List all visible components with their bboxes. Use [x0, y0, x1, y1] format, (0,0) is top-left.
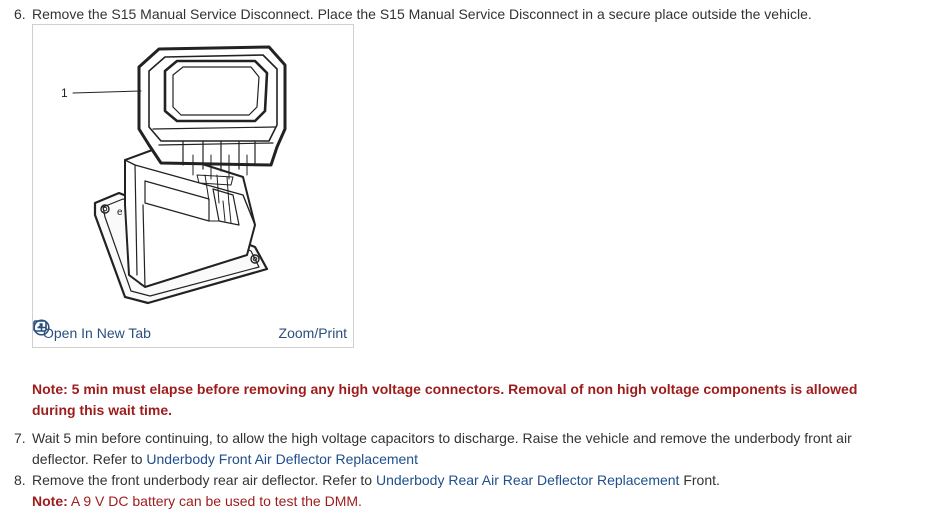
step-text-prefix: deflector. Refer to — [32, 451, 147, 467]
step-text-prefix: Remove the front underbody rear air defl… — [32, 472, 376, 488]
callout-leader — [72, 90, 142, 94]
zoom-print-button[interactable]: Zoom/Print — [33, 319, 347, 341]
link-rear-air-deflector[interactable]: Underbody Rear Air Rear Deflector Replac… — [375, 472, 680, 488]
zoom-print-label: Zoom/Print — [278, 325, 347, 341]
step-number: 7. — [14, 430, 26, 446]
step-number: 8. — [14, 472, 26, 488]
open-in-new-tab-label: Open In New Tab — [43, 325, 151, 341]
step-text: Wait 5 min before continuing, to allow t… — [32, 430, 852, 446]
note-label: Note: — [32, 493, 68, 509]
step-6: 6. Remove the S15 Manual Service Disconne… — [14, 4, 917, 25]
plus-circle-icon — [33, 319, 50, 336]
step-8: 8. Remove the front underbody rear air de… — [14, 470, 917, 512]
link-front-air-deflector[interactable]: Underbody Front Air Deflector Replacemen… — [146, 451, 418, 467]
step-7-line-2: deflector. Refer to Underbody Front Air … — [14, 449, 917, 470]
step-text-suffix: Front. — [679, 472, 720, 488]
step-text: Remove the S15 Manual Service Disconnect… — [32, 6, 812, 22]
caution-note: Note: 5 min must elapse before removing … — [32, 381, 858, 418]
battery-note: Note: A 9 V DC battery can be used to te… — [14, 491, 917, 512]
note-text: A 9 V DC battery can be used to test the… — [67, 493, 362, 509]
figure-toolbar: Open In New Tab Zoom/Print — [33, 319, 353, 347]
open-in-new-tab-button[interactable]: Open In New Tab — [33, 320, 151, 341]
callout-number: 1 — [61, 86, 68, 100]
msd-illustration: e 1 — [61, 45, 287, 305]
step-number: 6. — [14, 6, 26, 22]
step-7: 7. Wait 5 min before continuing, to allow… — [14, 428, 917, 470]
msd-top — [137, 45, 287, 167]
figure-panel: e 1 Open In New Tab — [32, 24, 354, 348]
svg-text:e: e — [117, 207, 123, 218]
